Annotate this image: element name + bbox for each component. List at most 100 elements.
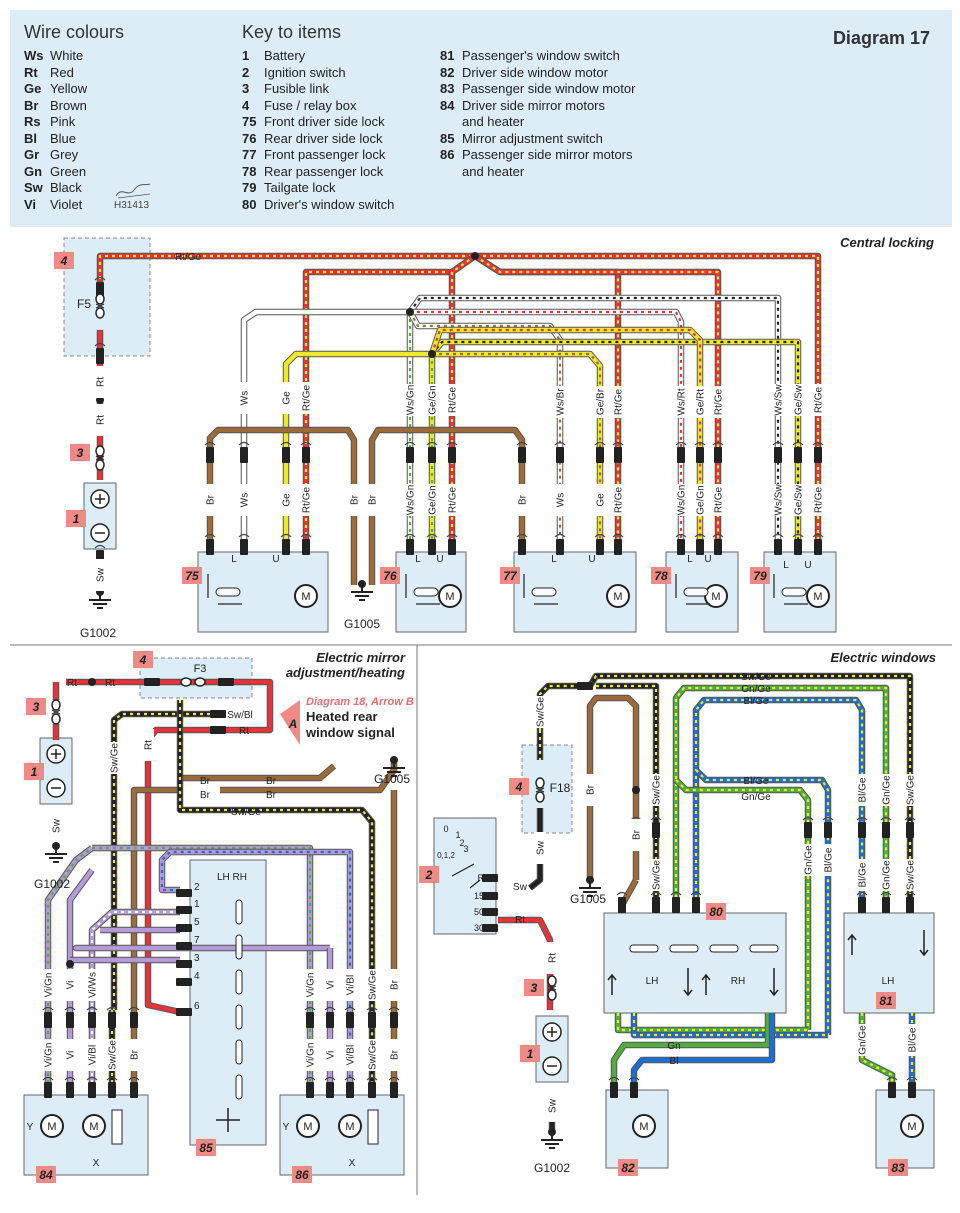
connector bbox=[176, 924, 192, 932]
heater-element-icon bbox=[367, 1109, 379, 1145]
pin-label: 30 bbox=[474, 923, 484, 933]
connector bbox=[280, 533, 292, 538]
connector bbox=[130, 1082, 138, 1098]
connector bbox=[86, 1076, 98, 1081]
wire-label: Ws/Rt bbox=[677, 388, 688, 415]
item-badge bbox=[888, 1159, 908, 1176]
signal-label: window signal bbox=[305, 725, 395, 740]
key-item-row-label: Fusible link bbox=[264, 81, 330, 96]
item-badge bbox=[618, 1159, 638, 1176]
pin-label: 7 bbox=[194, 935, 200, 946]
connector bbox=[344, 1076, 356, 1081]
connector bbox=[324, 1076, 336, 1081]
wire-label: Ws bbox=[240, 493, 251, 507]
wire-label: Ws/Sw bbox=[774, 384, 785, 416]
wire-label: Rt/Ge bbox=[614, 487, 625, 514]
label-bg bbox=[238, 484, 250, 516]
wire-label: Rt/Ge bbox=[814, 387, 825, 414]
item-number: 1 bbox=[73, 512, 80, 526]
wire bbox=[672, 684, 890, 905]
wire bbox=[240, 308, 410, 540]
switch-position-label: 1 bbox=[455, 830, 460, 840]
wire-label: Bl bbox=[670, 1056, 679, 1067]
connector bbox=[446, 533, 458, 538]
connector bbox=[406, 539, 414, 555]
wire bbox=[498, 916, 554, 1010]
connector bbox=[694, 441, 706, 446]
ground-label: G1005 bbox=[570, 892, 606, 906]
wire bbox=[695, 769, 830, 1035]
fuse-icon bbox=[535, 777, 545, 789]
wire-label: Br bbox=[368, 494, 379, 505]
connector bbox=[44, 1012, 52, 1028]
item-badge bbox=[706, 903, 726, 920]
connector bbox=[516, 533, 528, 538]
connector bbox=[690, 891, 702, 896]
ground-icon bbox=[390, 756, 398, 764]
wire bbox=[616, 1013, 808, 1032]
switch-contact-icon bbox=[235, 899, 243, 925]
mirror-motor-box bbox=[279, 1094, 405, 1176]
item-badge bbox=[36, 1166, 56, 1183]
wire-label: Sw/Ge bbox=[652, 860, 663, 890]
key-item-row-code: 77 bbox=[242, 147, 257, 162]
wire bbox=[430, 328, 702, 540]
connector bbox=[300, 533, 312, 538]
connector bbox=[218, 678, 234, 686]
pin-label: 6 bbox=[194, 1001, 200, 1012]
label-bg bbox=[812, 384, 824, 416]
signal-label: Heated rear bbox=[306, 709, 378, 724]
label-bg bbox=[546, 1090, 558, 1122]
wire-label: Rt bbox=[239, 726, 249, 737]
label-bg bbox=[546, 942, 558, 974]
pin-label: U bbox=[704, 554, 711, 565]
connector bbox=[176, 1008, 192, 1016]
header-panel: Wire colours Key to items Diagram 17 H31… bbox=[10, 10, 952, 227]
connector bbox=[882, 822, 890, 838]
motor-icon: M bbox=[445, 591, 454, 603]
connector bbox=[108, 1082, 116, 1098]
wire-label: Gn/Ge bbox=[882, 860, 893, 890]
key-item-row-code: 80 bbox=[242, 196, 257, 212]
key-item-row-code: 2 bbox=[242, 64, 250, 80]
wire-label: Rt bbox=[105, 678, 115, 689]
switch-position-label: 0,1,2 bbox=[437, 851, 455, 860]
wire bbox=[474, 255, 720, 540]
connector bbox=[66, 1082, 74, 1098]
wire-colour-row-code: Rs bbox=[24, 114, 41, 129]
pin-label: 15 bbox=[474, 891, 484, 901]
connector bbox=[428, 447, 436, 463]
key-title: Key to items bbox=[242, 22, 342, 42]
label-bg bbox=[594, 484, 606, 516]
wire-label: Vi/Ws bbox=[88, 972, 99, 998]
wire-label: Sw/Ge bbox=[906, 775, 917, 805]
plus-icon bbox=[51, 749, 61, 759]
connector bbox=[652, 822, 660, 838]
wire-label: Sw/Ge bbox=[652, 775, 663, 805]
wire-label: Vi bbox=[66, 981, 77, 990]
item-number: 79 bbox=[753, 569, 767, 583]
connector bbox=[794, 447, 802, 463]
wire bbox=[410, 310, 683, 540]
label-bg bbox=[856, 774, 868, 806]
connector bbox=[210, 726, 226, 734]
item-number: 78 bbox=[654, 569, 668, 583]
section-title: Central locking bbox=[840, 235, 934, 250]
pin-label: 2 bbox=[194, 882, 200, 893]
label-bg bbox=[534, 696, 546, 728]
wire bbox=[112, 712, 226, 1010]
axis-label: X bbox=[93, 1158, 100, 1169]
label-bg bbox=[304, 1039, 316, 1071]
wire-label: Rt/Ge bbox=[714, 487, 725, 514]
label-bg bbox=[712, 484, 724, 516]
fuse-icon bbox=[535, 787, 545, 793]
motor-icon bbox=[82, 1114, 106, 1138]
wire-label: Vi bbox=[326, 1051, 337, 1060]
connector bbox=[88, 1012, 96, 1028]
wire-label: Gn/Ge bbox=[741, 684, 771, 695]
item-badge bbox=[70, 444, 90, 461]
